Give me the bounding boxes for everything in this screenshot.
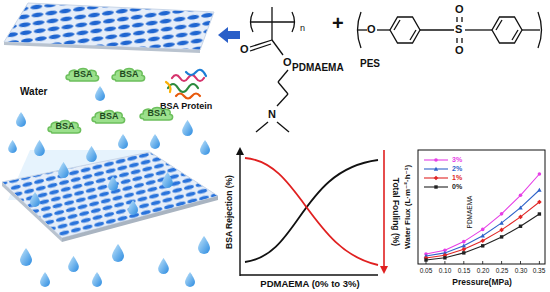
atom-label: O	[455, 44, 464, 56]
data-marker	[499, 221, 503, 225]
data-marker	[519, 225, 522, 228]
protein-tag: BSA	[65, 67, 100, 83]
protein-tag: BSA	[47, 119, 82, 135]
data-marker	[434, 185, 437, 188]
data-marker	[462, 240, 466, 244]
data-marker	[434, 176, 439, 181]
membrane-edge	[62, 196, 218, 242]
polymer-name: PES	[360, 58, 380, 69]
flux-curve	[426, 214, 539, 260]
axis-title: Water Flux (L·m⁻²·h⁻¹)	[404, 165, 413, 249]
tick-label: 0.35	[533, 267, 546, 274]
tick-mark	[501, 261, 502, 264]
water-label: Water	[20, 86, 47, 97]
data-marker	[537, 200, 542, 205]
tick-label: 0.10	[439, 267, 452, 274]
atom-label: O	[240, 43, 249, 55]
subscript: n	[300, 24, 305, 34]
data-marker	[481, 233, 485, 237]
legend-title: PDMAEMA	[466, 196, 473, 229]
protein-tag: BSA	[111, 67, 146, 83]
protein-tag: BSA	[139, 106, 174, 122]
tick-mark	[463, 261, 464, 264]
atom-label: O	[455, 3, 464, 15]
bsa-cloud: BSA	[65, 67, 100, 83]
data-marker	[537, 188, 541, 192]
tick-label: 0.25	[496, 267, 509, 274]
data-marker	[499, 228, 504, 233]
data-marker	[519, 194, 523, 198]
data-marker	[462, 247, 467, 252]
tick-mark	[482, 261, 483, 264]
membrane-top	[4, 3, 214, 50]
axis-title: PDMAEMA (0% to 3%)	[260, 279, 359, 289]
pes-structure	[358, 12, 542, 48]
atom-label: O	[283, 56, 292, 68]
data-marker	[434, 158, 438, 162]
atom-label: O	[367, 23, 376, 35]
data-marker	[462, 251, 465, 254]
tick-mark	[520, 261, 521, 264]
data-marker	[518, 215, 523, 220]
tick-label: 0.05	[420, 267, 433, 274]
tick-mark	[444, 261, 445, 264]
tick-label: 0.15	[458, 267, 471, 274]
polymer-name: PDMAEMA	[292, 62, 344, 73]
axis-title: BSA Rejection (%)	[225, 175, 234, 249]
water-drops	[8, 86, 210, 287]
data-marker	[500, 212, 504, 216]
data-marker	[424, 258, 427, 261]
bsa-cloud: BSA	[47, 119, 82, 135]
plus-sign: +	[332, 12, 344, 34]
flux-curve	[426, 190, 539, 256]
bsa-cloud: BSA	[139, 106, 174, 122]
trend-chart	[236, 147, 388, 276]
legend-text: 0%	[452, 183, 462, 191]
data-marker	[500, 235, 503, 238]
atom-label: S	[455, 23, 462, 35]
data-marker	[434, 167, 438, 171]
flux-curve	[426, 202, 539, 258]
legend-text: 3%	[452, 156, 462, 164]
protein-tag: BSA	[91, 109, 126, 125]
data-marker	[538, 212, 541, 215]
tick-label: 0.30	[515, 267, 528, 274]
pdmaema-structure	[250, 7, 295, 132]
data-marker	[480, 238, 485, 243]
data-marker	[462, 244, 466, 248]
data-marker	[443, 256, 446, 259]
membrane-edge	[4, 42, 200, 53]
data-marker	[481, 228, 485, 232]
bsa-cloud: BSA	[111, 67, 146, 83]
arrow	[218, 27, 240, 43]
bsa-cloud: BSA	[91, 109, 126, 125]
membrane-edge	[2, 182, 62, 242]
data-marker	[518, 205, 522, 209]
flux-chart	[418, 150, 545, 264]
legend-text: 1%	[452, 174, 462, 182]
tick-mark	[539, 261, 540, 264]
atom-label: N	[268, 108, 276, 120]
data-marker	[538, 172, 542, 176]
bsa-protein	[166, 70, 206, 99]
tick-label: 0.20	[477, 267, 490, 274]
flux-curve	[426, 174, 539, 254]
axis-title: Total Fouling (%)	[390, 178, 399, 246]
axis-title: Pressure(MPa)	[452, 278, 512, 287]
legend-text: 2%	[452, 165, 462, 173]
data-marker	[481, 244, 484, 247]
